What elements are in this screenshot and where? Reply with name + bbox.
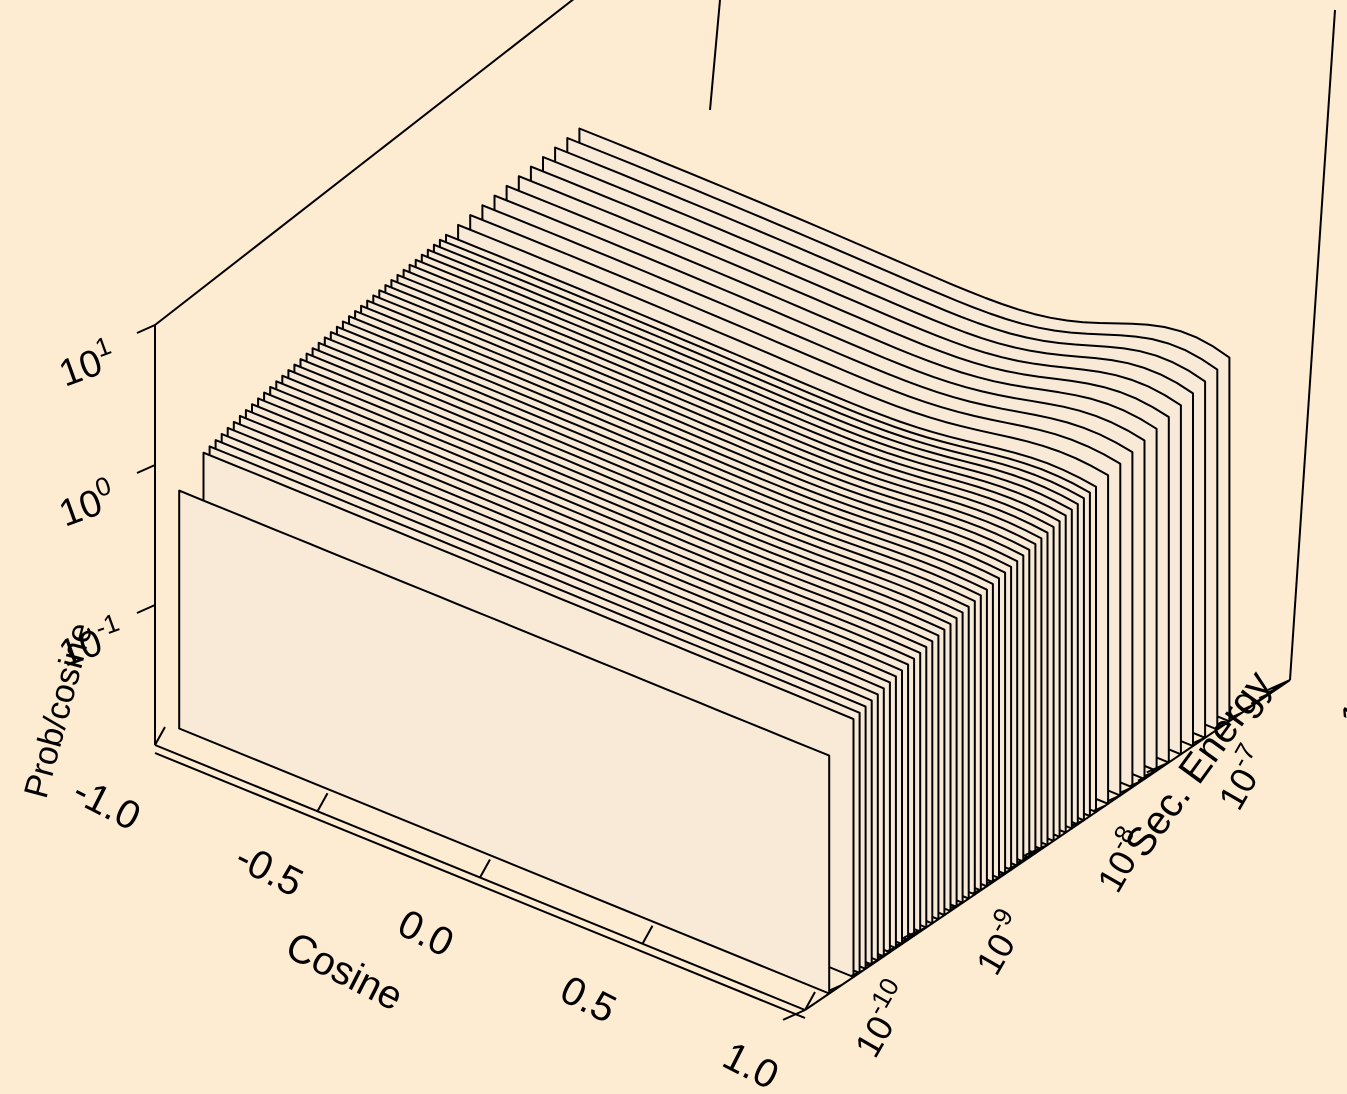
y-major-tick xyxy=(1146,761,1170,774)
y-minor-tick xyxy=(986,876,1000,885)
x-tick-label: 1.0 xyxy=(716,1034,786,1094)
energy-slice xyxy=(178,489,831,995)
y-minor-tick xyxy=(1272,682,1285,691)
y-minor-tick xyxy=(1229,711,1243,720)
x-axis-base xyxy=(154,752,806,1019)
y-minor-tick xyxy=(1214,722,1228,730)
x-tick-label: -0.5 xyxy=(228,835,309,906)
y-minor-tick xyxy=(850,969,864,977)
y-minor-tick xyxy=(902,934,915,942)
z-tick-label: 100 xyxy=(51,470,121,535)
y-minor-tick xyxy=(1150,765,1164,773)
y-minor-tick xyxy=(1023,852,1037,860)
y-tick-label: 10-9 xyxy=(962,903,1035,982)
y-major-tick xyxy=(1025,844,1048,856)
y-minor-tick xyxy=(950,901,964,909)
y-minor-tick xyxy=(865,959,879,967)
y-minor-tick xyxy=(1092,804,1106,812)
z-tick xyxy=(136,604,156,614)
x-tick xyxy=(641,925,654,945)
y-minor-tick xyxy=(1129,779,1143,788)
y-minor-tick xyxy=(1108,794,1121,802)
y-minor-tick xyxy=(1119,786,1133,794)
x-tick-label: -1.0 xyxy=(66,769,147,840)
y-minor-tick xyxy=(1029,847,1043,856)
x-tick-label: 0.0 xyxy=(391,901,461,965)
y-minor-tick xyxy=(1241,703,1254,712)
y-minor-tick xyxy=(1008,862,1022,870)
y-minor-tick xyxy=(1016,856,1030,865)
x-axis-title: Cosine xyxy=(279,924,410,1020)
x-tick-label: 0.5 xyxy=(553,968,623,1032)
y-major-tick xyxy=(903,926,927,939)
y-minor-tick xyxy=(877,951,891,959)
y-minor-tick xyxy=(1144,769,1158,777)
x-tick xyxy=(479,859,491,878)
y-minor-tick xyxy=(971,887,985,895)
y-minor-tick xyxy=(1250,697,1264,705)
back-edge-right xyxy=(1289,9,1336,681)
z-tick xyxy=(136,324,156,334)
x-tick xyxy=(804,991,816,1011)
y-minor-tick xyxy=(895,939,908,947)
y-minor-tick xyxy=(1071,819,1085,827)
x-tick xyxy=(154,726,166,746)
x-tick xyxy=(316,792,329,812)
y-tick-label: 10-6 xyxy=(1325,655,1347,734)
back-edge-left xyxy=(154,0,575,326)
y-minor-tick xyxy=(908,930,922,938)
y-minor-tick xyxy=(829,984,842,992)
y-tick-label: 10-10 xyxy=(840,973,920,1064)
slices-group xyxy=(178,127,1231,995)
y-major-tick xyxy=(1267,679,1291,691)
y-minor-tick xyxy=(998,868,1012,877)
y-minor-tick xyxy=(1265,687,1279,695)
y-minor-tick xyxy=(1192,736,1206,744)
y-minor-tick xyxy=(886,944,900,953)
z-tick xyxy=(136,464,156,474)
y-minor-tick xyxy=(1137,774,1151,782)
y-minor-tick xyxy=(1258,691,1272,700)
y-major-tick xyxy=(782,1009,806,1021)
back-edge-middle xyxy=(709,0,721,111)
z-tick-label: 101 xyxy=(51,330,121,395)
